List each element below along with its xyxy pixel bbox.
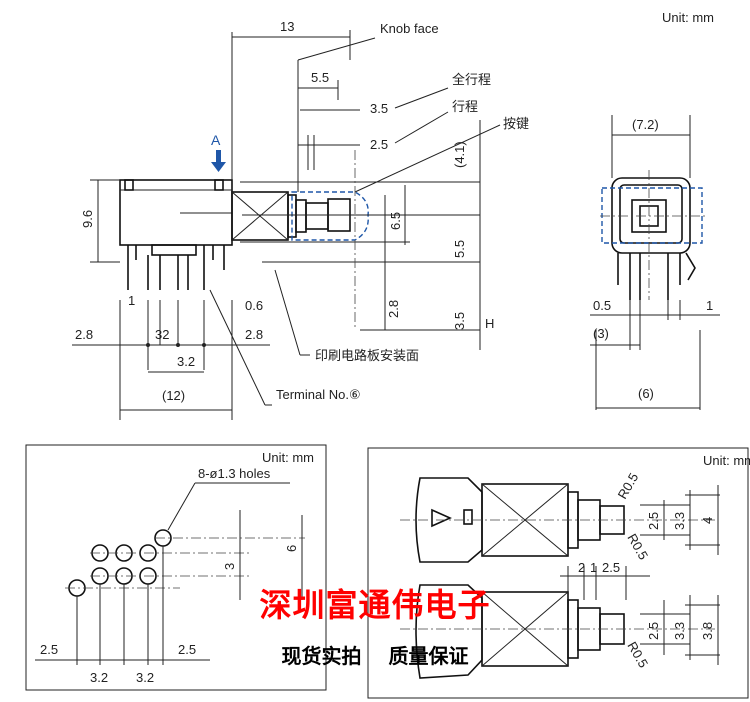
dim-4-1: (4.1) [452, 141, 467, 168]
dim-3-5-v: 3.5 [452, 312, 467, 330]
dim-2-8-v: 2.8 [386, 300, 401, 318]
label-pcb-surface: 印刷电路板安装面 [315, 348, 419, 364]
dim-5-5-h: 5.5 [311, 70, 329, 85]
dim-0-6: 0.6 [245, 298, 263, 313]
watermark-company: 深圳富通伟电子 [259, 586, 491, 624]
side-view: A 13 Knob face 5.5 3.5 全行程 2.5 行程 按键 9.6 [72, 19, 529, 420]
dim-r0-5-b: R0.5 [624, 531, 651, 562]
dim-2: 2 [578, 560, 585, 575]
dim-3-2-bl-a: 3.2 [90, 670, 108, 685]
dim-0-5: 0.5 [593, 298, 611, 313]
hole-pattern-frame [25, 444, 327, 691]
front-body [611, 177, 691, 254]
dim-2-8-left: 2.8 [75, 327, 93, 342]
dim-2-5-top: 2.5 [602, 560, 620, 575]
dim-7-2: (7.2) [632, 117, 659, 132]
dim-3: (3) [593, 326, 609, 341]
marker-h: H [485, 316, 494, 331]
dim-6-bl: 6 [284, 545, 299, 552]
dim-6-5: 6.5 [388, 212, 403, 230]
marker-a: A [211, 132, 221, 148]
dim-4: 4 [700, 517, 715, 524]
front-view: Unit: mm (7.2) 0.5 1 (3) (6) [590, 10, 720, 410]
label-holes: 8-ø1.3 holes [198, 466, 271, 481]
dim-9-6: 9.6 [80, 210, 95, 228]
label-terminal: Terminal No.⑥ [276, 387, 361, 402]
label-knob-face: Knob face [380, 21, 439, 36]
dim-2-5-h: 2.5 [370, 137, 388, 152]
dim-3-3-a: 3.3 [672, 512, 687, 530]
dim-13: 13 [280, 19, 294, 34]
arrow-down-icon [211, 150, 226, 172]
watermark-slogan: 现货实拍 质量保证 [281, 644, 469, 668]
dim-2-8-right: 2.8 [245, 327, 263, 342]
dim-1-right: 1 [706, 298, 713, 313]
dim-1: 1 [128, 293, 135, 308]
dim-6: (6) [638, 386, 654, 401]
hole-pattern-view: Unit: mm 8-ø1.3 holes 3 6 2.5 2.5 3.2 3.… [25, 444, 327, 691]
dim-2-5-a: 2.5 [646, 512, 661, 530]
label-button: 按键 [503, 117, 529, 132]
front-blue-outline [601, 187, 703, 244]
dim-1-br: 1 [590, 560, 597, 575]
dim-12: (12) [162, 388, 185, 403]
dim-32: 32 [155, 327, 169, 342]
unit-label-bl: Unit: mm [262, 450, 314, 465]
panel-cutout-view: Unit: mm R0.5 R0.5 2.5 3.3 4 2 1 2.5 [367, 447, 750, 699]
dim-3-bl: 3 [222, 563, 237, 570]
dim-2-5-bl-right: 2.5 [178, 642, 196, 657]
unit-label-top: Unit: mm [662, 10, 714, 25]
dim-5-5-v: 5.5 [452, 240, 467, 258]
dim-3-8: 3.8 [700, 622, 715, 640]
dim-3-5-h: 3.5 [370, 101, 388, 116]
dim-3-2-bl-b: 3.2 [136, 670, 154, 685]
panel-cutout-frame [367, 447, 749, 699]
dim-2-5-bl-left: 2.5 [40, 642, 58, 657]
dim-2-5-b: 2.5 [646, 622, 661, 640]
label-full-travel: 全行程 [452, 72, 491, 88]
dim-r0-5-a: R0.5 [615, 470, 642, 501]
label-travel: 行程 [452, 100, 478, 115]
unit-label-br: Unit: mm [703, 453, 750, 468]
dim-3-2: 3.2 [177, 354, 195, 369]
dim-3-3-b: 3.3 [672, 622, 687, 640]
